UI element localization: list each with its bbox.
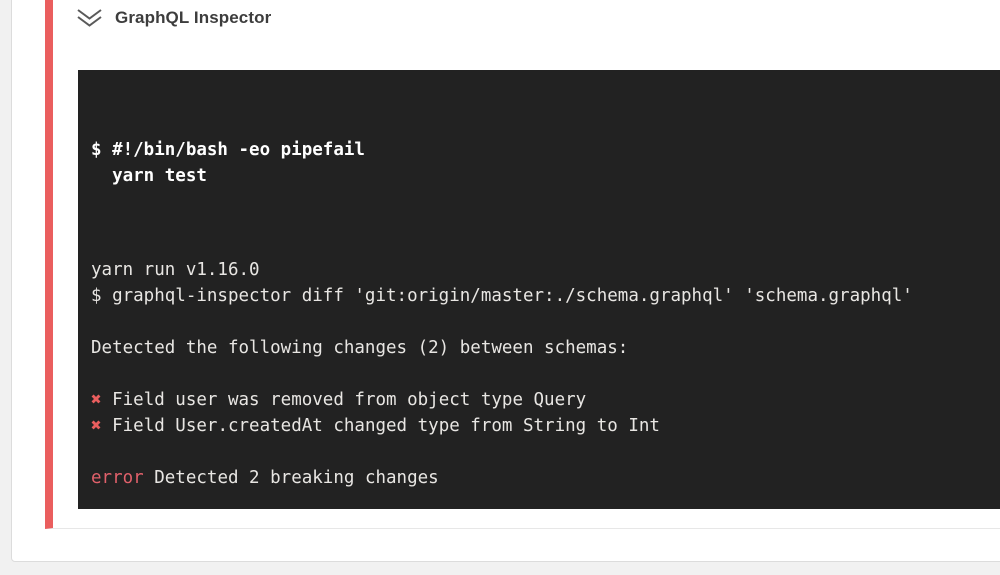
terminal-line: $ graphql-inspector diff 'git:origin/mas… — [91, 283, 1000, 309]
terminal-text: Field User.createdAt changed type from S… — [101, 416, 660, 436]
terminal-line: ✖ Field User.createdAt changed type from… — [91, 413, 1000, 439]
terminal-text: yarn run v1.16.0 — [91, 260, 260, 280]
terminal-output: $ #!/bin/bash -eo pipefail yarn test yar… — [78, 70, 1000, 509]
terminal-command-lines: $ #!/bin/bash -eo pipefail yarn test — [91, 140, 365, 186]
terminal-line: yarn run v1.16.0 — [91, 257, 1000, 283]
terminal-text: Detected the following changes (2) betwe… — [91, 338, 629, 358]
step-title: GraphQL Inspector — [115, 8, 272, 27]
double-chevron-down-icon[interactable] — [76, 7, 103, 29]
terminal-text: Detected 2 breaking changes — [143, 468, 439, 488]
terminal-tag-error: error — [91, 468, 144, 488]
steps-panel: GraphQL Inspector $ #!/bin/bash -eo pipe… — [11, 0, 1000, 562]
build-step-card: GraphQL Inspector $ #!/bin/bash -eo pipe… — [45, 0, 1000, 529]
terminal-line — [91, 439, 1000, 465]
terminal-log-lines: yarn run v1.16.0 $ graphql-inspector diff… — [91, 257, 1000, 509]
terminal-line: error Detected 2 breaking changes — [91, 465, 1000, 491]
terminal-tag-cross: ✖ — [91, 390, 102, 410]
terminal-line — [91, 491, 1000, 509]
terminal-text: Field user was removed from object type … — [101, 390, 587, 410]
terminal-line: Detected the following changes (2) betwe… — [91, 335, 1000, 361]
terminal-text: $ graphql-inspector diff 'git:origin/mas… — [91, 286, 913, 306]
terminal-line: ✖ Field user was removed from object typ… — [91, 387, 1000, 413]
step-header[interactable]: GraphQL Inspector — [53, 0, 1000, 29]
terminal-line — [91, 361, 1000, 387]
terminal-line — [91, 309, 1000, 335]
terminal-tag-cross: ✖ — [91, 416, 102, 436]
